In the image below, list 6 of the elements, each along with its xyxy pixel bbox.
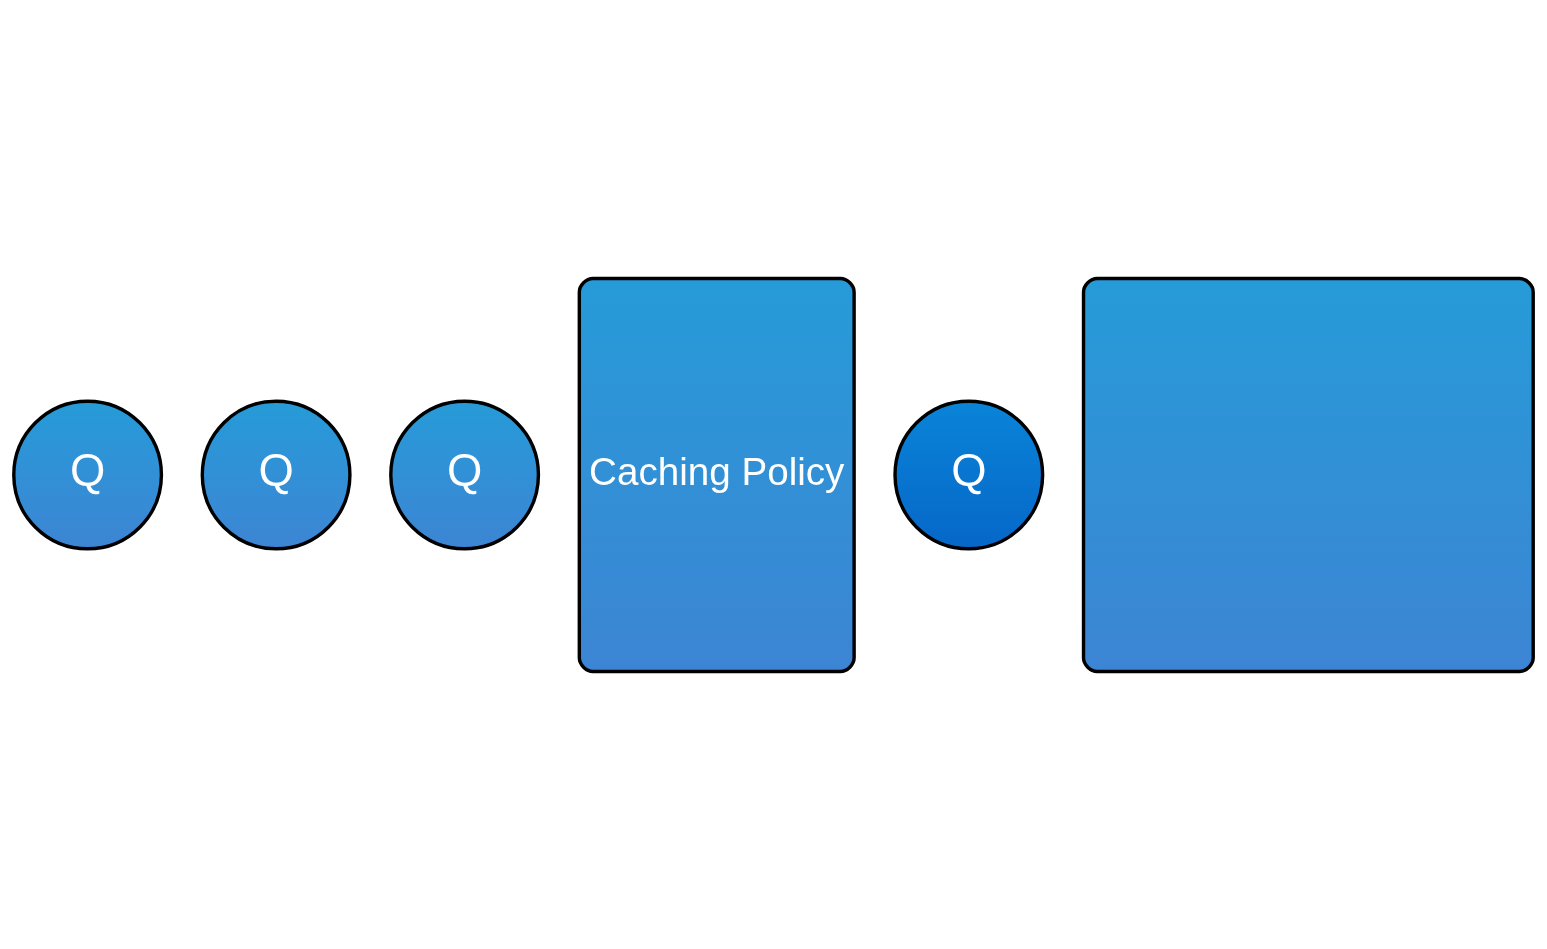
node-box: Caching Policy xyxy=(577,276,856,673)
node-circle: Q xyxy=(200,399,352,550)
node-circle: Q xyxy=(893,399,1045,550)
node-circle: Q xyxy=(12,399,164,550)
node-box xyxy=(1081,276,1535,673)
node-circle: Q xyxy=(389,399,541,550)
